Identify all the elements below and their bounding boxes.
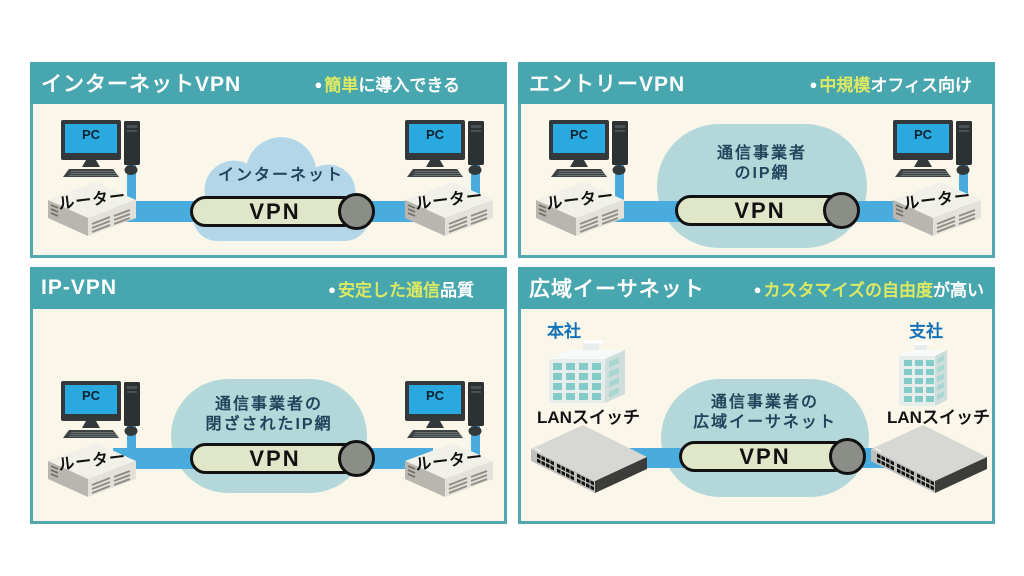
subtitle-rest: に導入できる: [358, 75, 460, 95]
lan-switch-icon-left: [531, 425, 647, 493]
subtitle-rest: が高い: [933, 280, 984, 300]
lan-switch-icon-right: [871, 425, 987, 493]
tunnel-end-cap-icon: [823, 192, 860, 229]
network-label: 通信事業者の 広域イーサネット: [671, 393, 859, 433]
panel-body: 通信事業者の 広域イーサネット VPN 本社 LANスイッチ 支社 LANスイッ…: [518, 309, 995, 524]
panel-title: 広域イーサネット: [529, 278, 705, 301]
pc-cable-right: [471, 160, 480, 212]
pc-cable-left: [615, 160, 624, 212]
lan-switch-label-right: LANスイッチ: [887, 408, 990, 427]
network-label: 通信事業者の 閉ざされたIP網: [171, 395, 367, 435]
pc-label-left: PC: [81, 388, 101, 403]
vpn-tunnel-label: VPN: [739, 444, 791, 469]
carrier-network-shape: [657, 124, 867, 248]
panel-body: 通信事業者の 閉ざされたIP網 VPN PC PC ルーター ルーター: [30, 309, 507, 524]
panel-header: 広域イーサネット ●カスタマイズの自由度が高い: [518, 267, 995, 309]
tunnel-end-cap-icon: [829, 438, 866, 475]
vpn-tunnel-label: VPN: [249, 199, 301, 224]
lan-switch-label-left: LANスイッチ: [537, 408, 640, 427]
vpn-tunnel-label: VPN: [734, 198, 786, 223]
pc-label-left: PC: [569, 127, 589, 142]
panel-header: インターネットVPN ●簡単に導入できる: [30, 62, 507, 104]
network-label-line1: 通信事業者: [716, 145, 807, 162]
panel-entry-vpn: エントリーVPN ●中規模オフィス向け 通信事業者 のIP網 VPN PC PC…: [518, 62, 995, 258]
tunnel-end-cap-icon: [338, 440, 375, 477]
panel-header: IP-VPN ●安定した通信品質: [30, 267, 507, 309]
panel-internet-vpn: インターネットVPN ●簡単に導入できる インターネット VPN PC PC ル…: [30, 62, 507, 258]
subtitle-highlight: 安定した通信: [338, 280, 440, 300]
panel-header: エントリーVPN ●中規模オフィス向け: [518, 62, 995, 104]
network-label-line2: のIP網: [734, 165, 790, 182]
panel-ip-vpn: IP-VPN ●安定した通信品質 通信事業者の 閉ざされたIP網 VPN PC …: [30, 267, 507, 524]
subtitle-highlight: カスタマイズの自由度: [763, 280, 934, 300]
vpn-tunnel-label: VPN: [249, 446, 301, 471]
pc-label-right: PC: [425, 127, 445, 142]
subtitle-highlight: 中規模: [819, 75, 871, 95]
pc-cable-left: [127, 421, 136, 473]
pc-cable-right: [471, 421, 480, 473]
panel-subtitle: ●簡単に導入できる: [314, 71, 460, 96]
vpn-tunnel: VPN: [679, 441, 851, 472]
tunnel-end-cap-icon: [338, 193, 375, 230]
vpn-tunnel: VPN: [190, 443, 360, 474]
panel-subtitle: ●カスタマイズの自由度が高い: [754, 276, 984, 301]
pc-label-left: PC: [81, 127, 101, 142]
panel-title: IP-VPN: [41, 276, 118, 299]
site-label-branch-office: 支社: [909, 322, 943, 341]
panel-wide-area-ethernet: 広域イーサネット ●カスタマイズの自由度が高い 通信事業者の 広域イーサネット …: [518, 267, 995, 524]
network-label-line2: 閉ざされたIP網: [205, 416, 333, 433]
bullet-icon: ●: [328, 281, 336, 297]
subtitle-rest: 品質: [440, 280, 474, 300]
panel-subtitle: ●安定した通信品質: [328, 276, 474, 301]
panel-title: インターネットVPN: [41, 73, 242, 96]
pc-label-right: PC: [425, 388, 445, 403]
network-label: 通信事業者 のIP網: [667, 144, 857, 184]
subtitle-rest: オフィス向け: [870, 75, 972, 95]
pc-cable-right: [959, 160, 968, 212]
bullet-icon: ●: [753, 281, 762, 297]
panel-body: 通信事業者 のIP網 VPN PC PC ルーター ルーター: [518, 104, 995, 258]
vpn-tunnel: VPN: [190, 196, 360, 227]
site-label-head-office: 本社: [547, 322, 581, 341]
network-label-line2: 広域イーサネット: [693, 414, 837, 431]
network-label: インターネット: [193, 166, 369, 186]
panel-subtitle: ●中規模オフィス向け: [809, 71, 972, 96]
head-office-building-icon: [549, 340, 625, 403]
network-label-line1: インターネット: [217, 167, 344, 184]
carrier-network-shape: [661, 379, 869, 497]
subtitle-highlight: 簡単: [324, 75, 359, 95]
pc-label-right: PC: [913, 127, 933, 142]
vpn-tunnel: VPN: [675, 195, 845, 226]
panel-body: インターネット VPN PC PC ルーター ルーター: [30, 104, 507, 258]
pc-cable-left: [127, 160, 136, 212]
branch-office-building-icon: [899, 342, 947, 406]
panel-title: エントリーVPN: [529, 73, 686, 96]
carrier-network-shape: [171, 379, 367, 493]
network-label-line1: 通信事業者の: [710, 394, 819, 411]
bullet-icon: ●: [809, 76, 818, 92]
bullet-icon: ●: [314, 76, 323, 92]
network-label-line1: 通信事業者の: [214, 396, 323, 413]
